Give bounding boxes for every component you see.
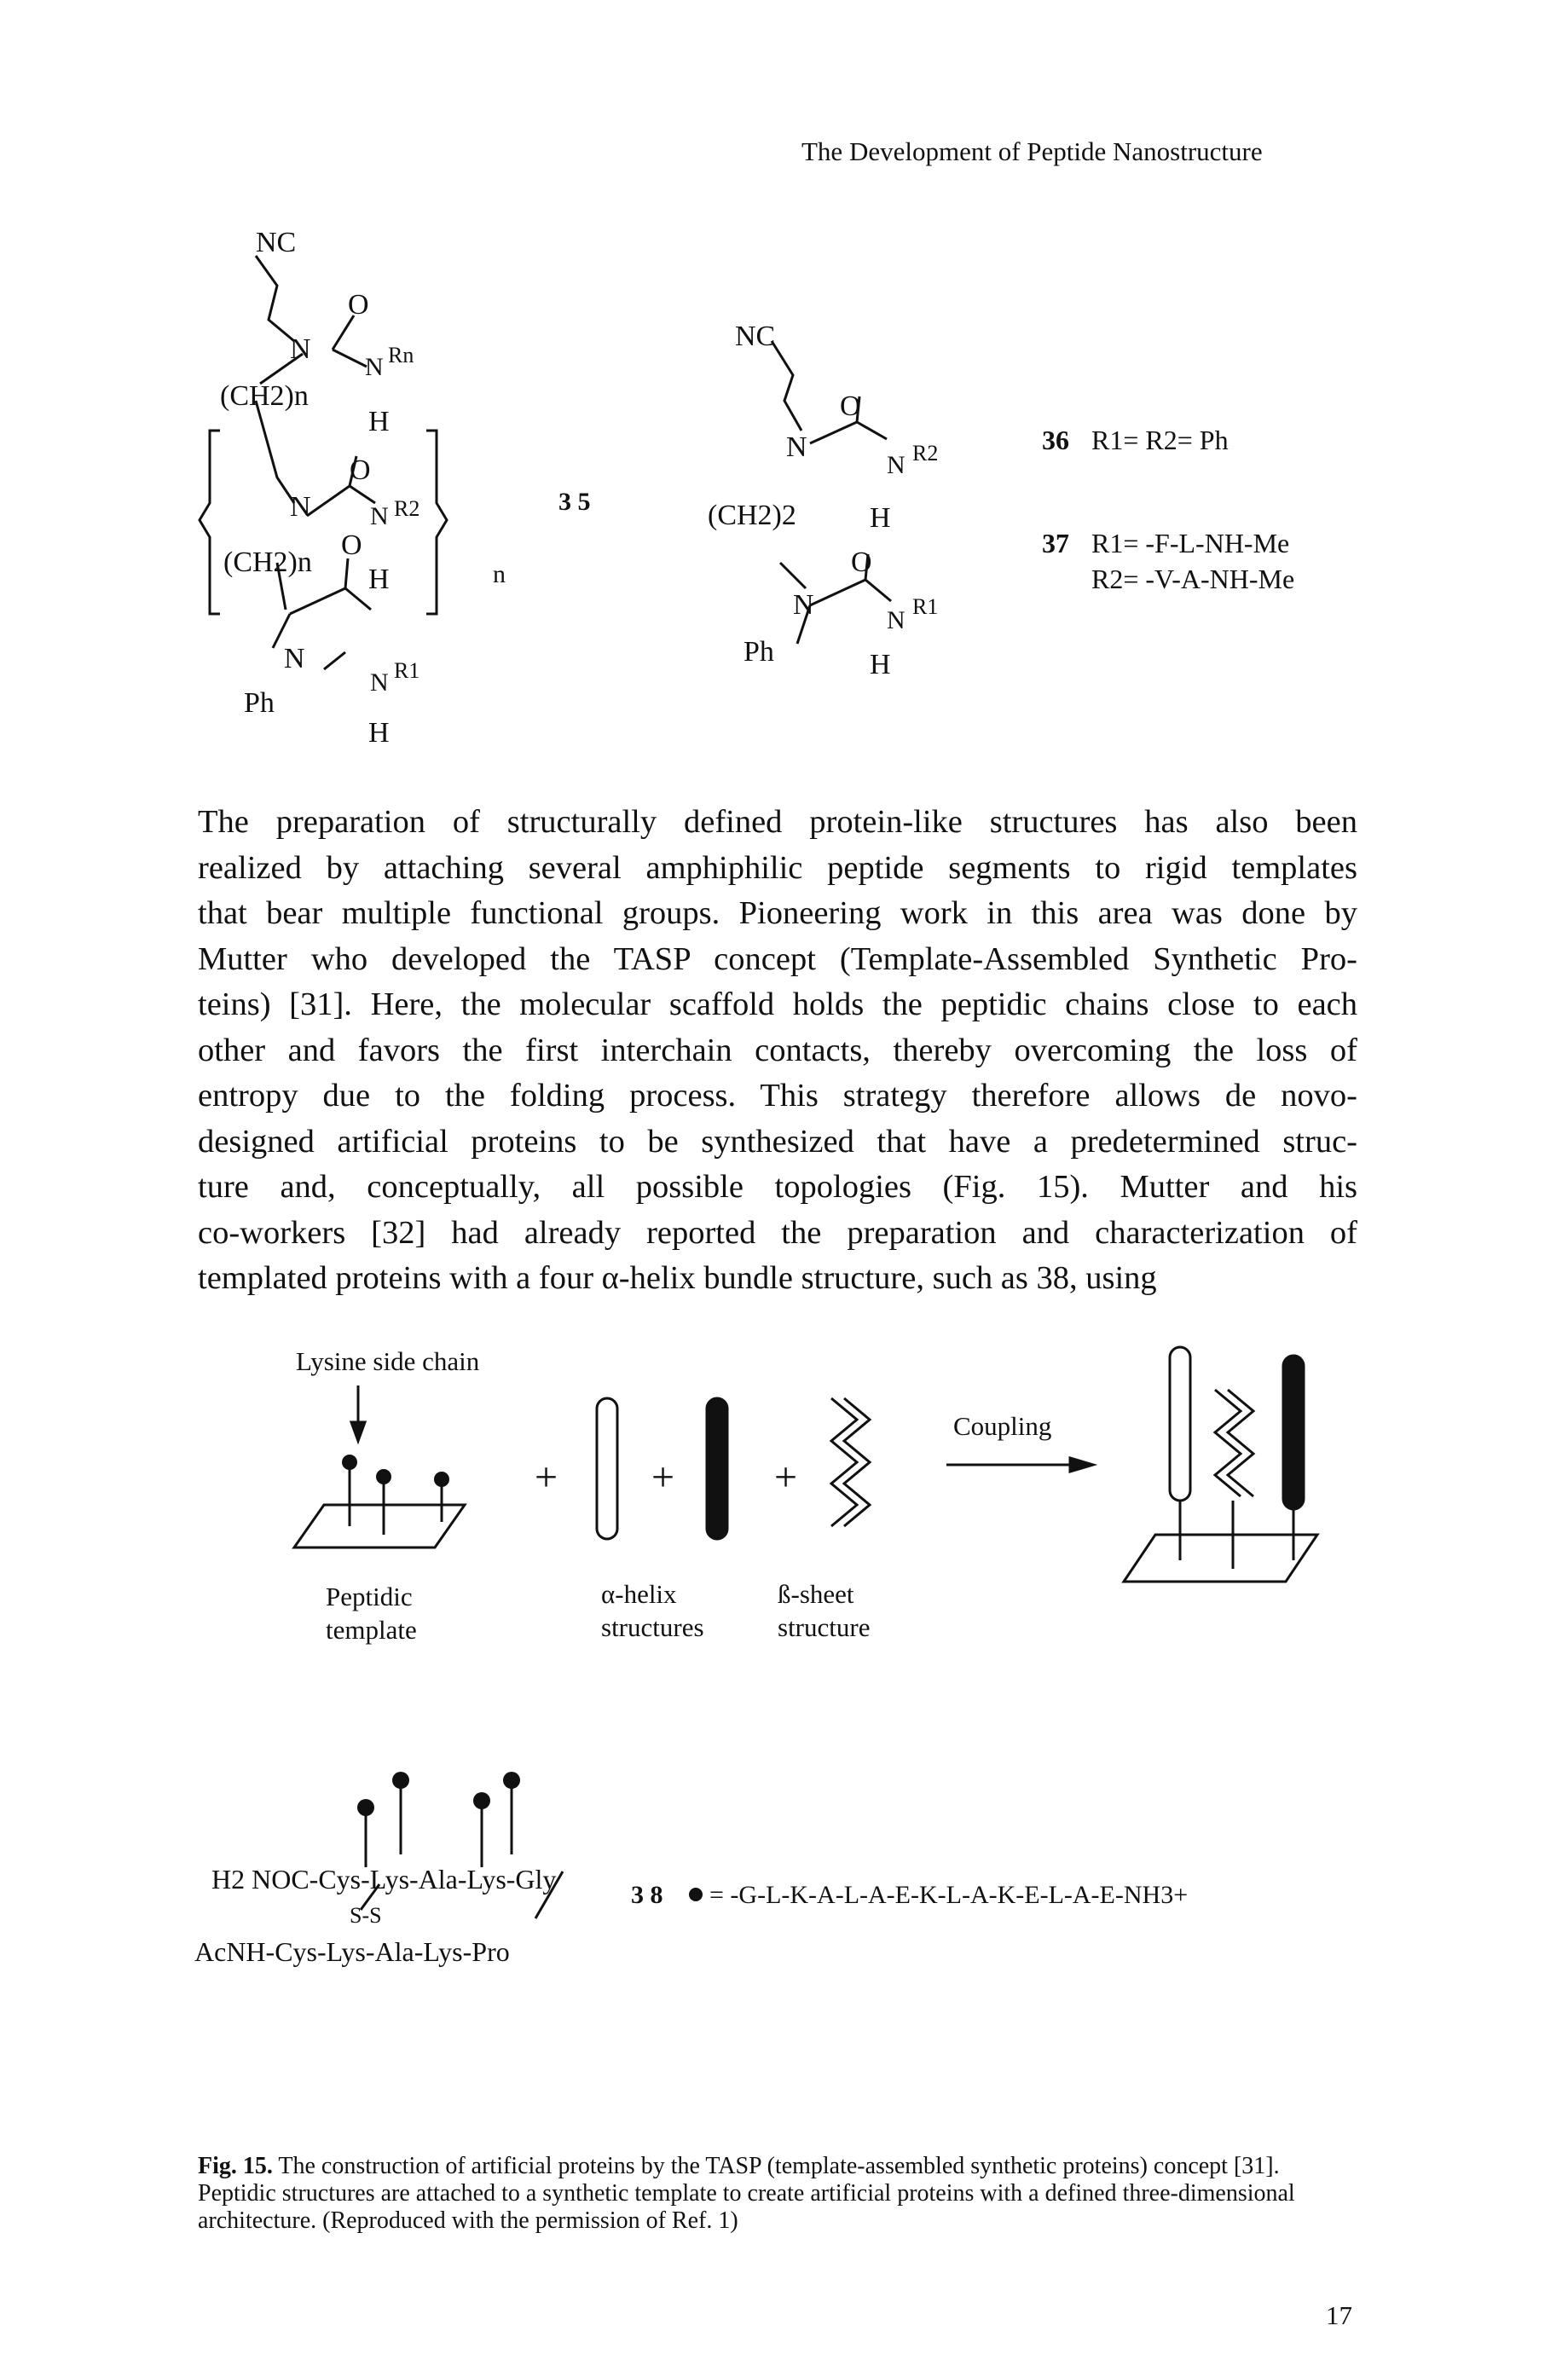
compound-38-number: 3 8 — [631, 1881, 663, 1909]
svg-text:O: O — [840, 390, 861, 422]
svg-text:R1= R2= Ph: R1= R2= Ph — [1091, 425, 1229, 455]
svg-text:α-helix: α-helix — [601, 1579, 677, 1609]
coupling-label: Coupling — [953, 1411, 1051, 1441]
paragraph-line: Mutter who developed the TASP concept (T… — [198, 940, 1357, 977]
svg-text:R2: R2 — [912, 441, 938, 466]
svg-text:Peptidic: Peptidic — [326, 1582, 413, 1611]
paragraph-line: co-workers [32] had already reported the… — [198, 1214, 1357, 1251]
paragraph-line: designed artificial proteins to be synth… — [198, 1123, 1357, 1160]
svg-text:N: N — [284, 643, 305, 674]
svg-text:H: H — [870, 649, 891, 680]
svg-text:R1: R1 — [394, 658, 419, 683]
svg-text:ß-sheet: ß-sheet — [778, 1579, 854, 1609]
paragraph-line: ture and, conceptually, all possible top… — [198, 1169, 1357, 1205]
svg-text:template: template — [326, 1615, 417, 1645]
paragraph-line: that bear multiple functional groups. Pi… — [198, 895, 1357, 931]
nc-label: NC — [256, 227, 296, 258]
svg-text:R1= -F-L-NH-Me: R1= -F-L-NH-Me — [1091, 528, 1289, 558]
svg-text:Rn: Rn — [388, 343, 414, 367]
svg-text:R2: R2 — [394, 496, 419, 521]
svg-text:N: N — [887, 606, 906, 634]
svg-text:N: N — [290, 333, 311, 365]
svg-text:37: 37 — [1042, 528, 1069, 558]
svg-text:(CH2)n: (CH2)n — [223, 547, 312, 578]
svg-text:H: H — [368, 406, 390, 437]
paragraph-line: templated proteins with a four α-helix b… — [198, 1260, 1157, 1296]
svg-text:+: + — [535, 1455, 558, 1500]
svg-text:N: N — [793, 589, 814, 621]
running-header: The Development of Peptide Nanostructure — [801, 136, 1263, 166]
figure-15-diagram: Lysine side chain Coupling Peptidic temp… — [194, 1345, 1320, 1967]
svg-text:36: 36 — [1042, 425, 1069, 455]
svg-text:NC: NC — [735, 321, 775, 352]
caption-text: The construction of artificial proteins … — [198, 2153, 1295, 2234]
paragraph-line: The preparation of structurally defined … — [198, 804, 1357, 840]
svg-text:N: N — [887, 451, 906, 479]
svg-text:R2= -V-A-NH-Me: R2= -V-A-NH-Me — [1091, 564, 1294, 594]
figure-caption: Fig. 15. The construction of artificial … — [198, 2153, 1357, 2235]
svg-text:N: N — [370, 502, 389, 530]
body-paragraph: The preparation of structurally defined … — [198, 800, 1357, 1302]
svg-text:+: + — [651, 1455, 674, 1500]
svg-text:H: H — [368, 717, 390, 749]
paragraph-line: other and favors the first interchain co… — [198, 1032, 1357, 1068]
svg-text:N: N — [365, 353, 384, 381]
sequence-top: H2 NOC-Cys-Lys-Ala-Lys-Gly — [211, 1864, 556, 1895]
sequence-bottom: AcNH-Cys-Lys-Ala-Lys-Pro — [194, 1936, 510, 1967]
paragraph-line: teins) [31]. Here, the molecular scaffol… — [198, 986, 1357, 1022]
caption-label: Fig. 15. — [198, 2153, 273, 2179]
svg-text:N: N — [290, 491, 311, 523]
paragraph-line: realized by attaching several amphiphili… — [198, 849, 1357, 886]
compound-36-37-labels: NC O N N R2 (CH2)2 H O N N R1 Ph H — [708, 321, 938, 680]
svg-text:O: O — [851, 547, 872, 578]
svg-text:+: + — [774, 1455, 797, 1500]
compound-36-37-legend: 36 R1= R2= Ph 37 R1= -F-L-NH-Me R2= -V-A… — [1042, 425, 1294, 594]
svg-text:H: H — [368, 564, 390, 595]
svg-text:N: N — [786, 431, 807, 463]
page-number: 17 — [1326, 2300, 1352, 2330]
svg-text:Ph: Ph — [743, 636, 774, 668]
svg-text:Ph: Ph — [244, 687, 275, 719]
svg-text:O: O — [341, 529, 362, 561]
svg-text:structures: structures — [601, 1612, 704, 1642]
chemical-scheme-35-37: NC O N N Rn (CH2)n H O N N R2 (CH2)n H O… — [198, 227, 1294, 749]
svg-text:S-S: S-S — [350, 1903, 382, 1928]
svg-text:O: O — [350, 454, 371, 486]
svg-text:(CH2)2: (CH2)2 — [708, 500, 796, 531]
svg-text:O: O — [348, 289, 369, 321]
compound-35-labels: NC O N N Rn (CH2)n H O N N R2 (CH2)n H O… — [220, 227, 591, 749]
svg-text:R1: R1 — [912, 594, 938, 619]
compound-35-number: 3 5 — [558, 488, 591, 516]
svg-text:structure: structure — [778, 1612, 870, 1642]
svg-text:N: N — [370, 668, 389, 697]
svg-text:H: H — [870, 502, 891, 534]
paragraph-line: entropy due to the folding process. This… — [198, 1078, 1357, 1114]
lysine-heads — [342, 1455, 703, 1901]
svg-text:(CH2)n: (CH2)n — [220, 380, 309, 412]
compound-38-definition: = -G-L-K-A-L-A-E-K-L-A-K-E-L-A-E-NH3+ — [709, 1881, 1188, 1909]
lysine-label: Lysine side chain — [296, 1346, 480, 1376]
repeat-n: n — [493, 560, 506, 588]
